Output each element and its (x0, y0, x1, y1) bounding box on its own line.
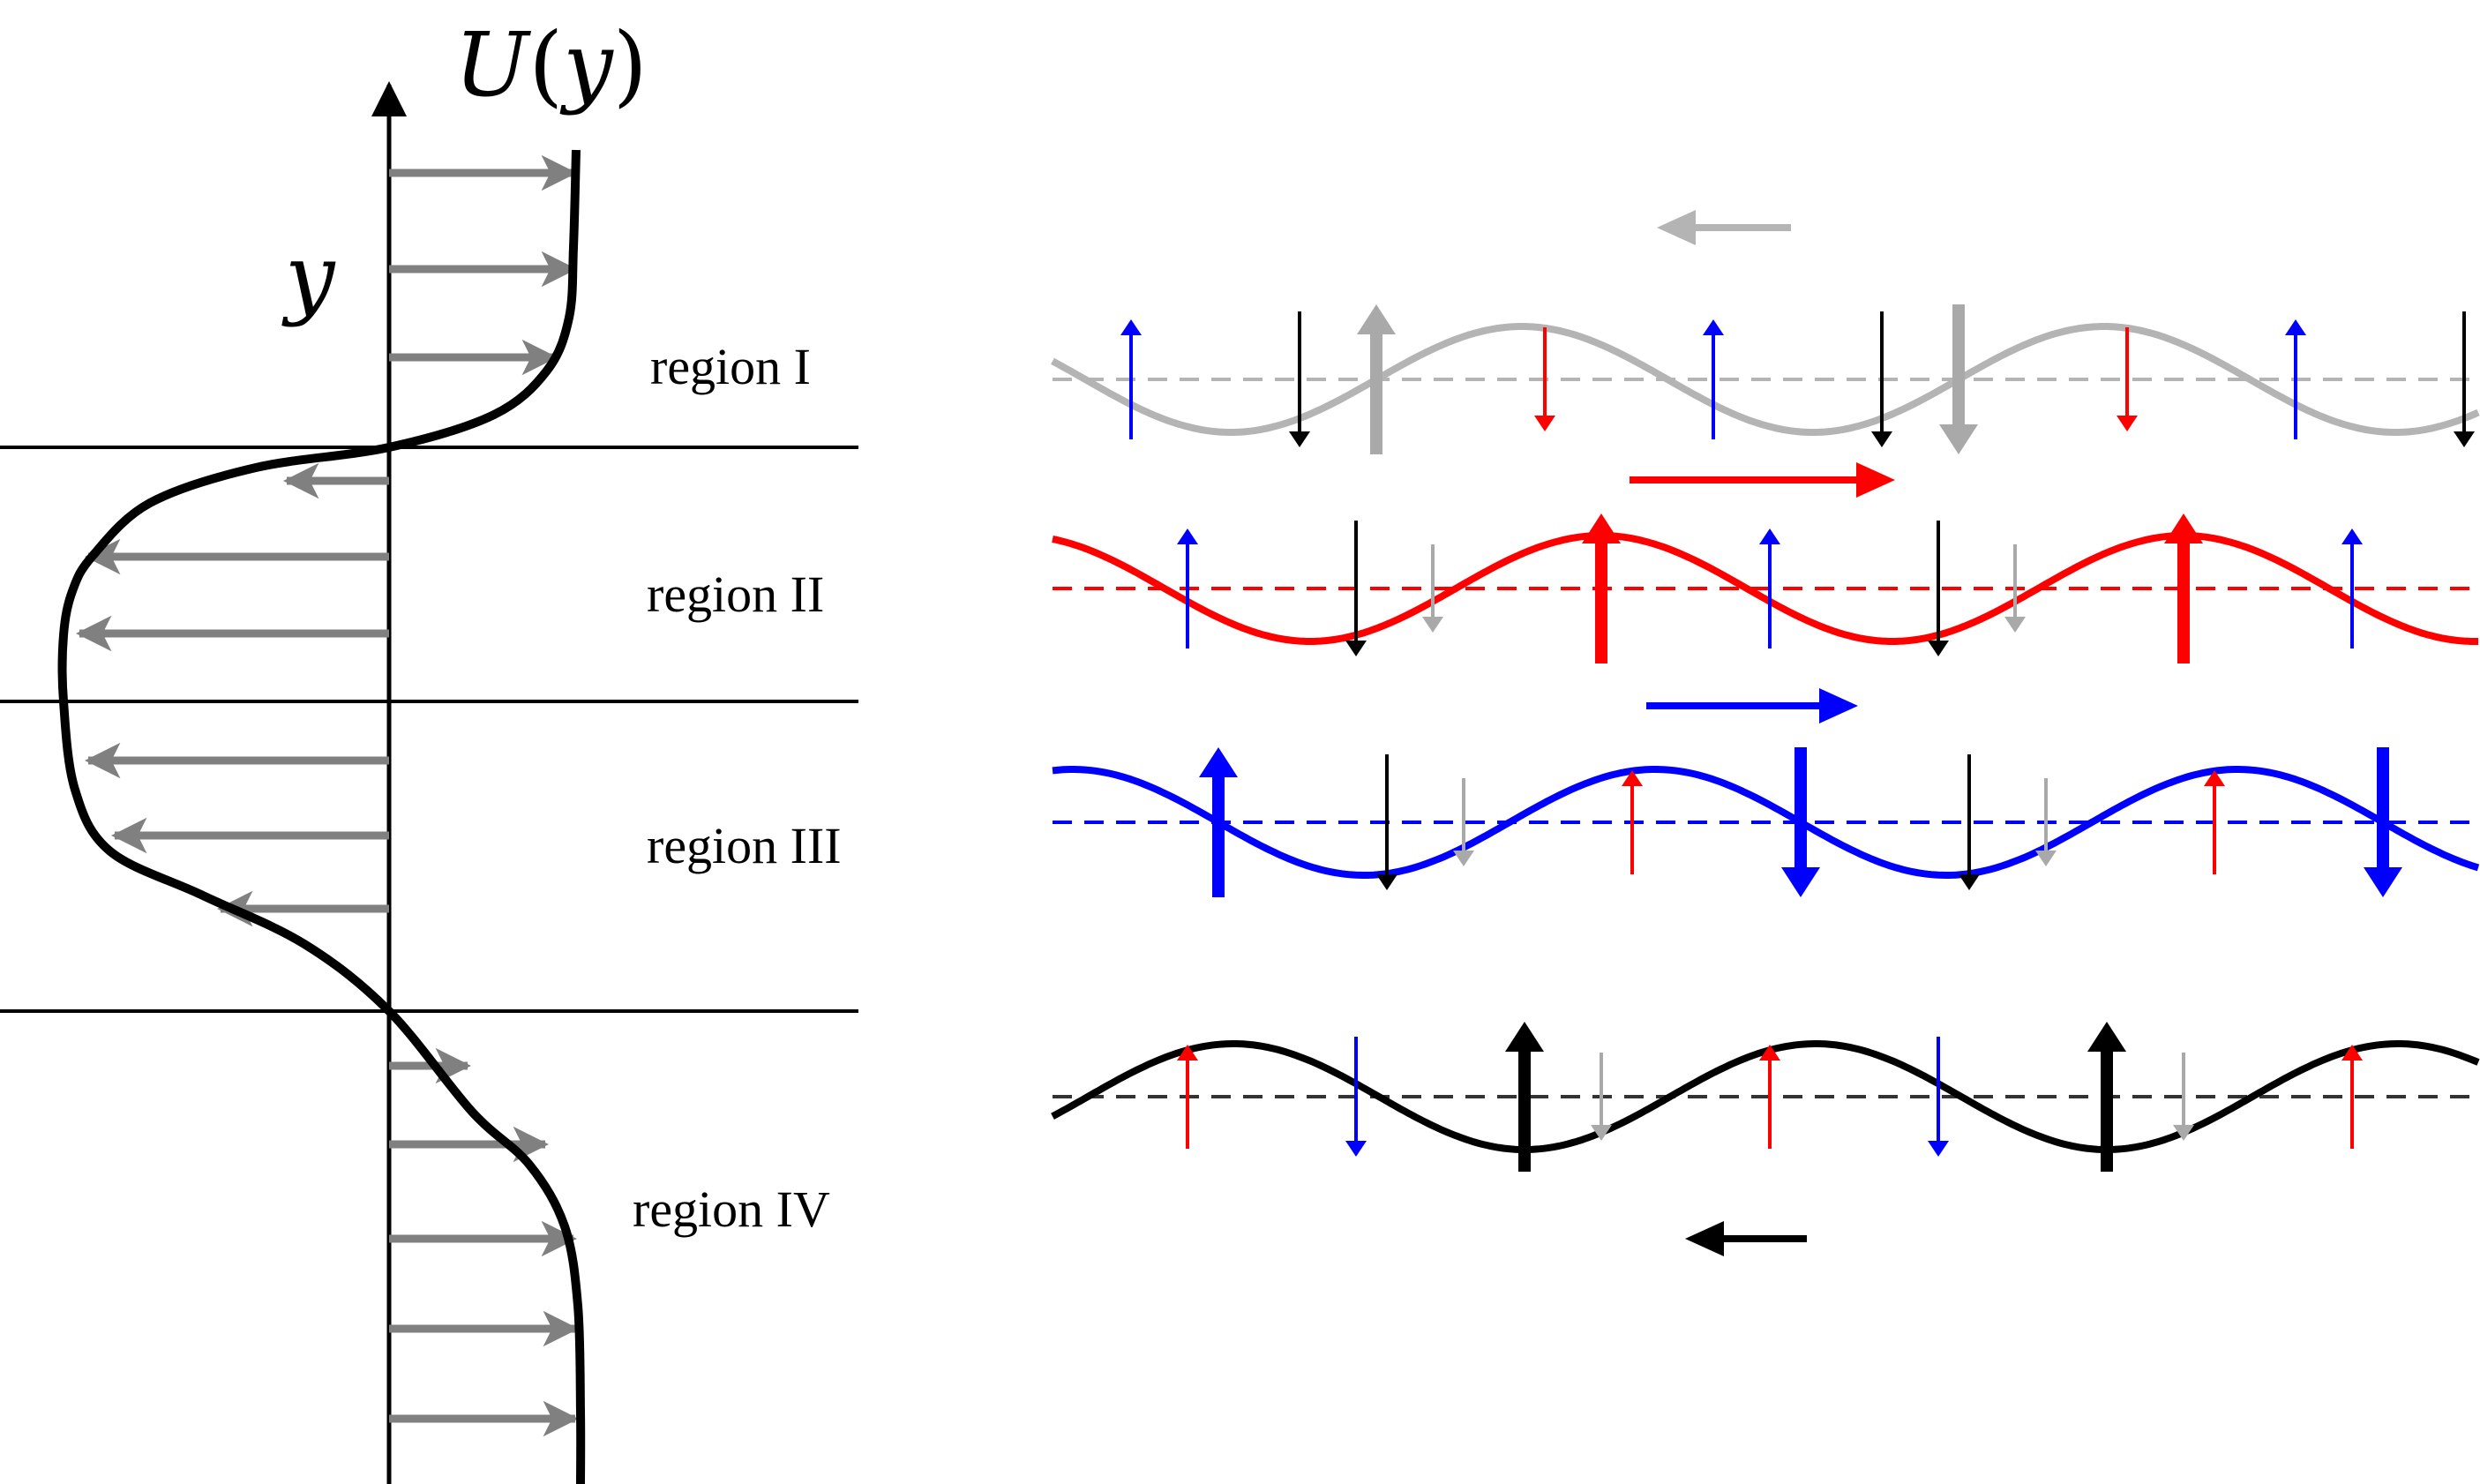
forcing-arrow-head (1199, 747, 1238, 777)
propagation-arrow-head (1819, 688, 1858, 723)
forcing-arrow-head (1376, 874, 1397, 890)
forcing-arrow-head (1120, 319, 1142, 335)
forcing-arrow-head (1505, 1022, 1544, 1052)
forcing-arrow-head (1703, 319, 1724, 335)
forcing-arrow-head (1928, 641, 1949, 656)
forcing-arrow-head (1345, 1141, 1367, 1157)
region-1-label: region I (650, 338, 811, 395)
propagation-arrow-head (1685, 1221, 1724, 1256)
region-4-label: region IV (633, 1180, 830, 1238)
wave-region-II (1052, 462, 2480, 663)
propagation-arrow-head (1856, 462, 1895, 498)
velocity-profile-curve (57, 149, 586, 1484)
forcing-arrow-head (1357, 304, 1396, 334)
forcing-arrows (1199, 747, 2402, 897)
forcing-arrow-head (1177, 528, 1198, 544)
forcing-arrow-head (1345, 641, 1367, 656)
region-2-label: region II (647, 566, 824, 623)
velocity-function-label: U(y) (454, 13, 648, 116)
forcing-arrow-head (2364, 867, 2402, 897)
velocity-arg: y (559, 13, 614, 116)
propagation-arrow-head (1657, 210, 1696, 245)
velocity-profile-panel: U(y) y region I region II region III reg… (0, 13, 858, 1484)
forcing-arrow-head (1928, 1141, 1949, 1157)
rossby-waves-panel (1051, 210, 2480, 1256)
region-dividers (0, 446, 858, 1013)
forcing-arrow-head (1759, 528, 1780, 544)
wave-curve (1052, 766, 2480, 879)
forcing-arrow-head (2117, 416, 2138, 431)
forcing-arrow-head (1871, 431, 1892, 447)
forcing-arrow-head (1959, 874, 1980, 890)
forcing-arrow-head (1289, 431, 1310, 447)
forcing-arrows (1177, 1022, 2363, 1172)
forcing-arrow-head (2341, 528, 2363, 544)
forcing-arrow-head (2164, 513, 2203, 543)
forcing-arrow-head (1759, 1045, 1780, 1061)
forcing-arrow-head (2454, 431, 2475, 447)
wave-region-I (1051, 210, 2480, 454)
velocity-symbol: U (454, 13, 532, 116)
forcing-arrow-head (1582, 513, 1621, 543)
forcing-arrow-head (2004, 617, 2026, 633)
wave-region-IV (1051, 1022, 2480, 1256)
forcing-arrow-head (2087, 1022, 2126, 1052)
forcing-arrow-head (2204, 770, 2225, 786)
wave-curve (1051, 323, 2480, 436)
forcing-arrow-head (1534, 416, 1555, 431)
forcing-arrows (1120, 304, 2475, 454)
forcing-arrow-head (2035, 851, 2057, 866)
y-axis-label: y (281, 225, 336, 328)
forcing-arrow-head (2341, 1045, 2363, 1061)
close-paren: ) (613, 13, 648, 116)
forcing-arrow-head (1622, 770, 1643, 786)
forcing-arrow-head (1453, 851, 1474, 866)
velocity-arrows (75, 154, 580, 1437)
forcing-arrow-head (1591, 1125, 1612, 1141)
forcing-arrow-head (2285, 319, 2306, 335)
forcing-arrow-head (1422, 617, 1443, 633)
open-paren: ( (528, 13, 563, 116)
region-3-label: region III (647, 817, 842, 874)
forcing-arrows (1177, 513, 2363, 663)
forcing-arrow-head (1939, 424, 1978, 454)
wave-region-III (1052, 688, 2480, 897)
forcing-arrow-head (1177, 1045, 1198, 1061)
forcing-arrow-head (1781, 867, 1820, 897)
wave-curve (1052, 532, 2478, 645)
forcing-arrow-head (2173, 1125, 2194, 1141)
